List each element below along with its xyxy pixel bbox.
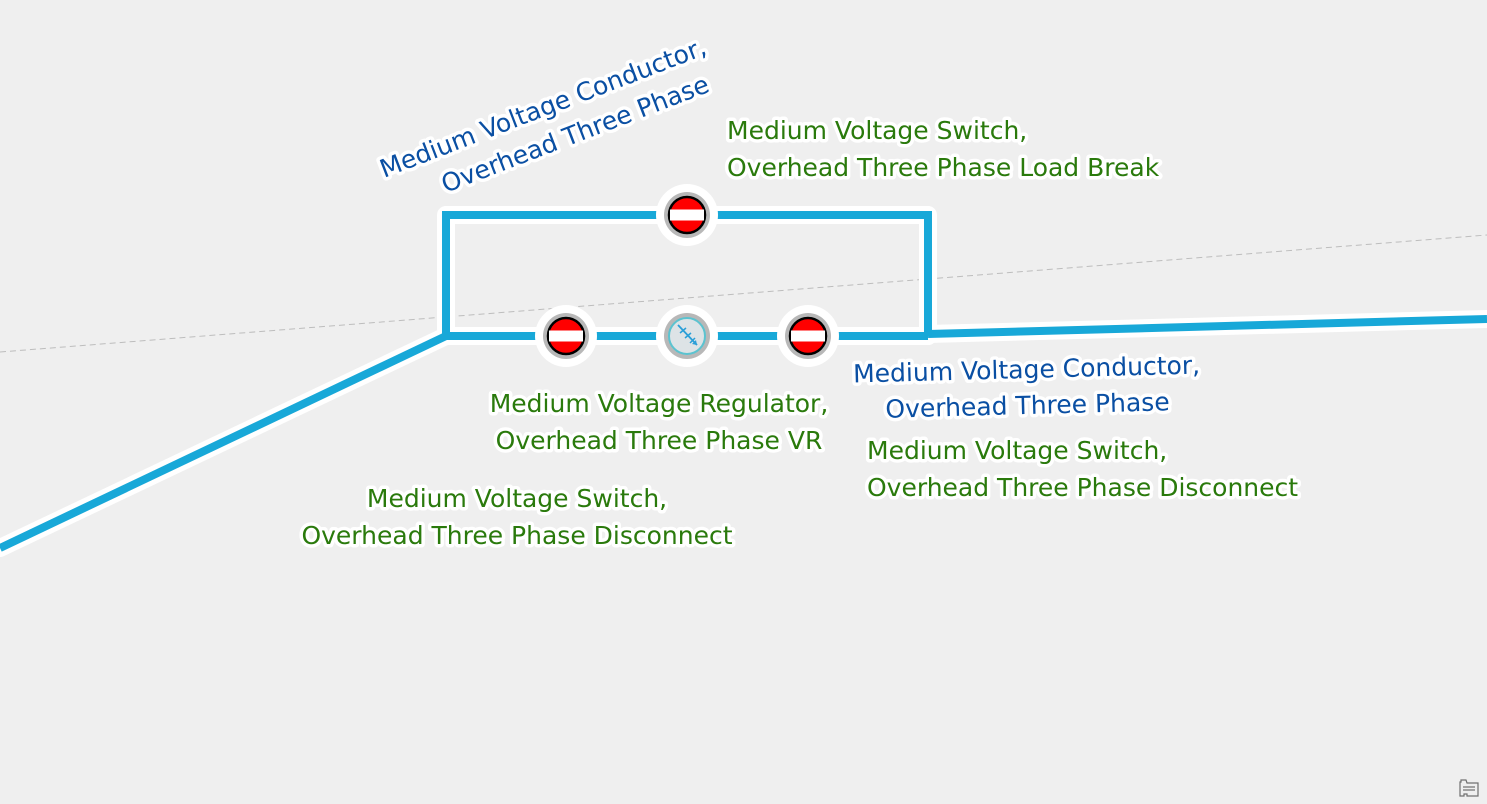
switch-icon xyxy=(667,195,707,235)
label-line-1: Medium Voltage Regulator, xyxy=(490,389,829,418)
switch-icon xyxy=(788,316,828,356)
switch-load-break[interactable] xyxy=(656,184,718,246)
label-line-1: Medium Voltage Switch, xyxy=(367,484,667,513)
label-line-2: Overhead Three Phase xyxy=(885,387,1170,423)
label-line-1: Medium Voltage Conductor, xyxy=(853,350,1201,388)
label-line-1: Medium Voltage Switch, xyxy=(867,436,1167,465)
conductor-left-feeder[interactable] xyxy=(0,332,448,552)
dashed-boundary-line xyxy=(0,234,1487,353)
conductor-right-feeder[interactable] xyxy=(927,315,1487,338)
label-conductor-right: Medium Voltage Conductor, Overhead Three… xyxy=(849,347,1204,427)
label-line-2: Overhead Three Phase Disconnect xyxy=(867,473,1298,502)
label-line-2: Overhead Three Phase Disconnect xyxy=(301,521,732,550)
label-switch-disconnect-left: Medium Voltage Switch, Overhead Three Ph… xyxy=(298,481,736,554)
voltage-regulator[interactable] xyxy=(656,305,718,367)
switch-icon xyxy=(546,316,586,356)
label-switch-load-break: Medium Voltage Switch, Overhead Three Ph… xyxy=(724,113,1164,186)
label-regulator: Medium Voltage Regulator, Overhead Three… xyxy=(486,386,832,459)
label-line-2: Overhead Three Phase Load Break xyxy=(727,153,1160,182)
map-overview-button[interactable] xyxy=(1457,778,1481,798)
regulator-icon xyxy=(668,317,706,355)
label-line-2: Overhead Three Phase VR xyxy=(496,426,823,455)
label-switch-disconnect-right: Medium Voltage Switch, Overhead Three Ph… xyxy=(864,433,1302,506)
switch-disconnect-left[interactable] xyxy=(535,305,597,367)
label-line-1: Medium Voltage Switch, xyxy=(727,116,1027,145)
map-overview-icon xyxy=(1459,779,1479,797)
switch-disconnect-right[interactable] xyxy=(777,305,839,367)
